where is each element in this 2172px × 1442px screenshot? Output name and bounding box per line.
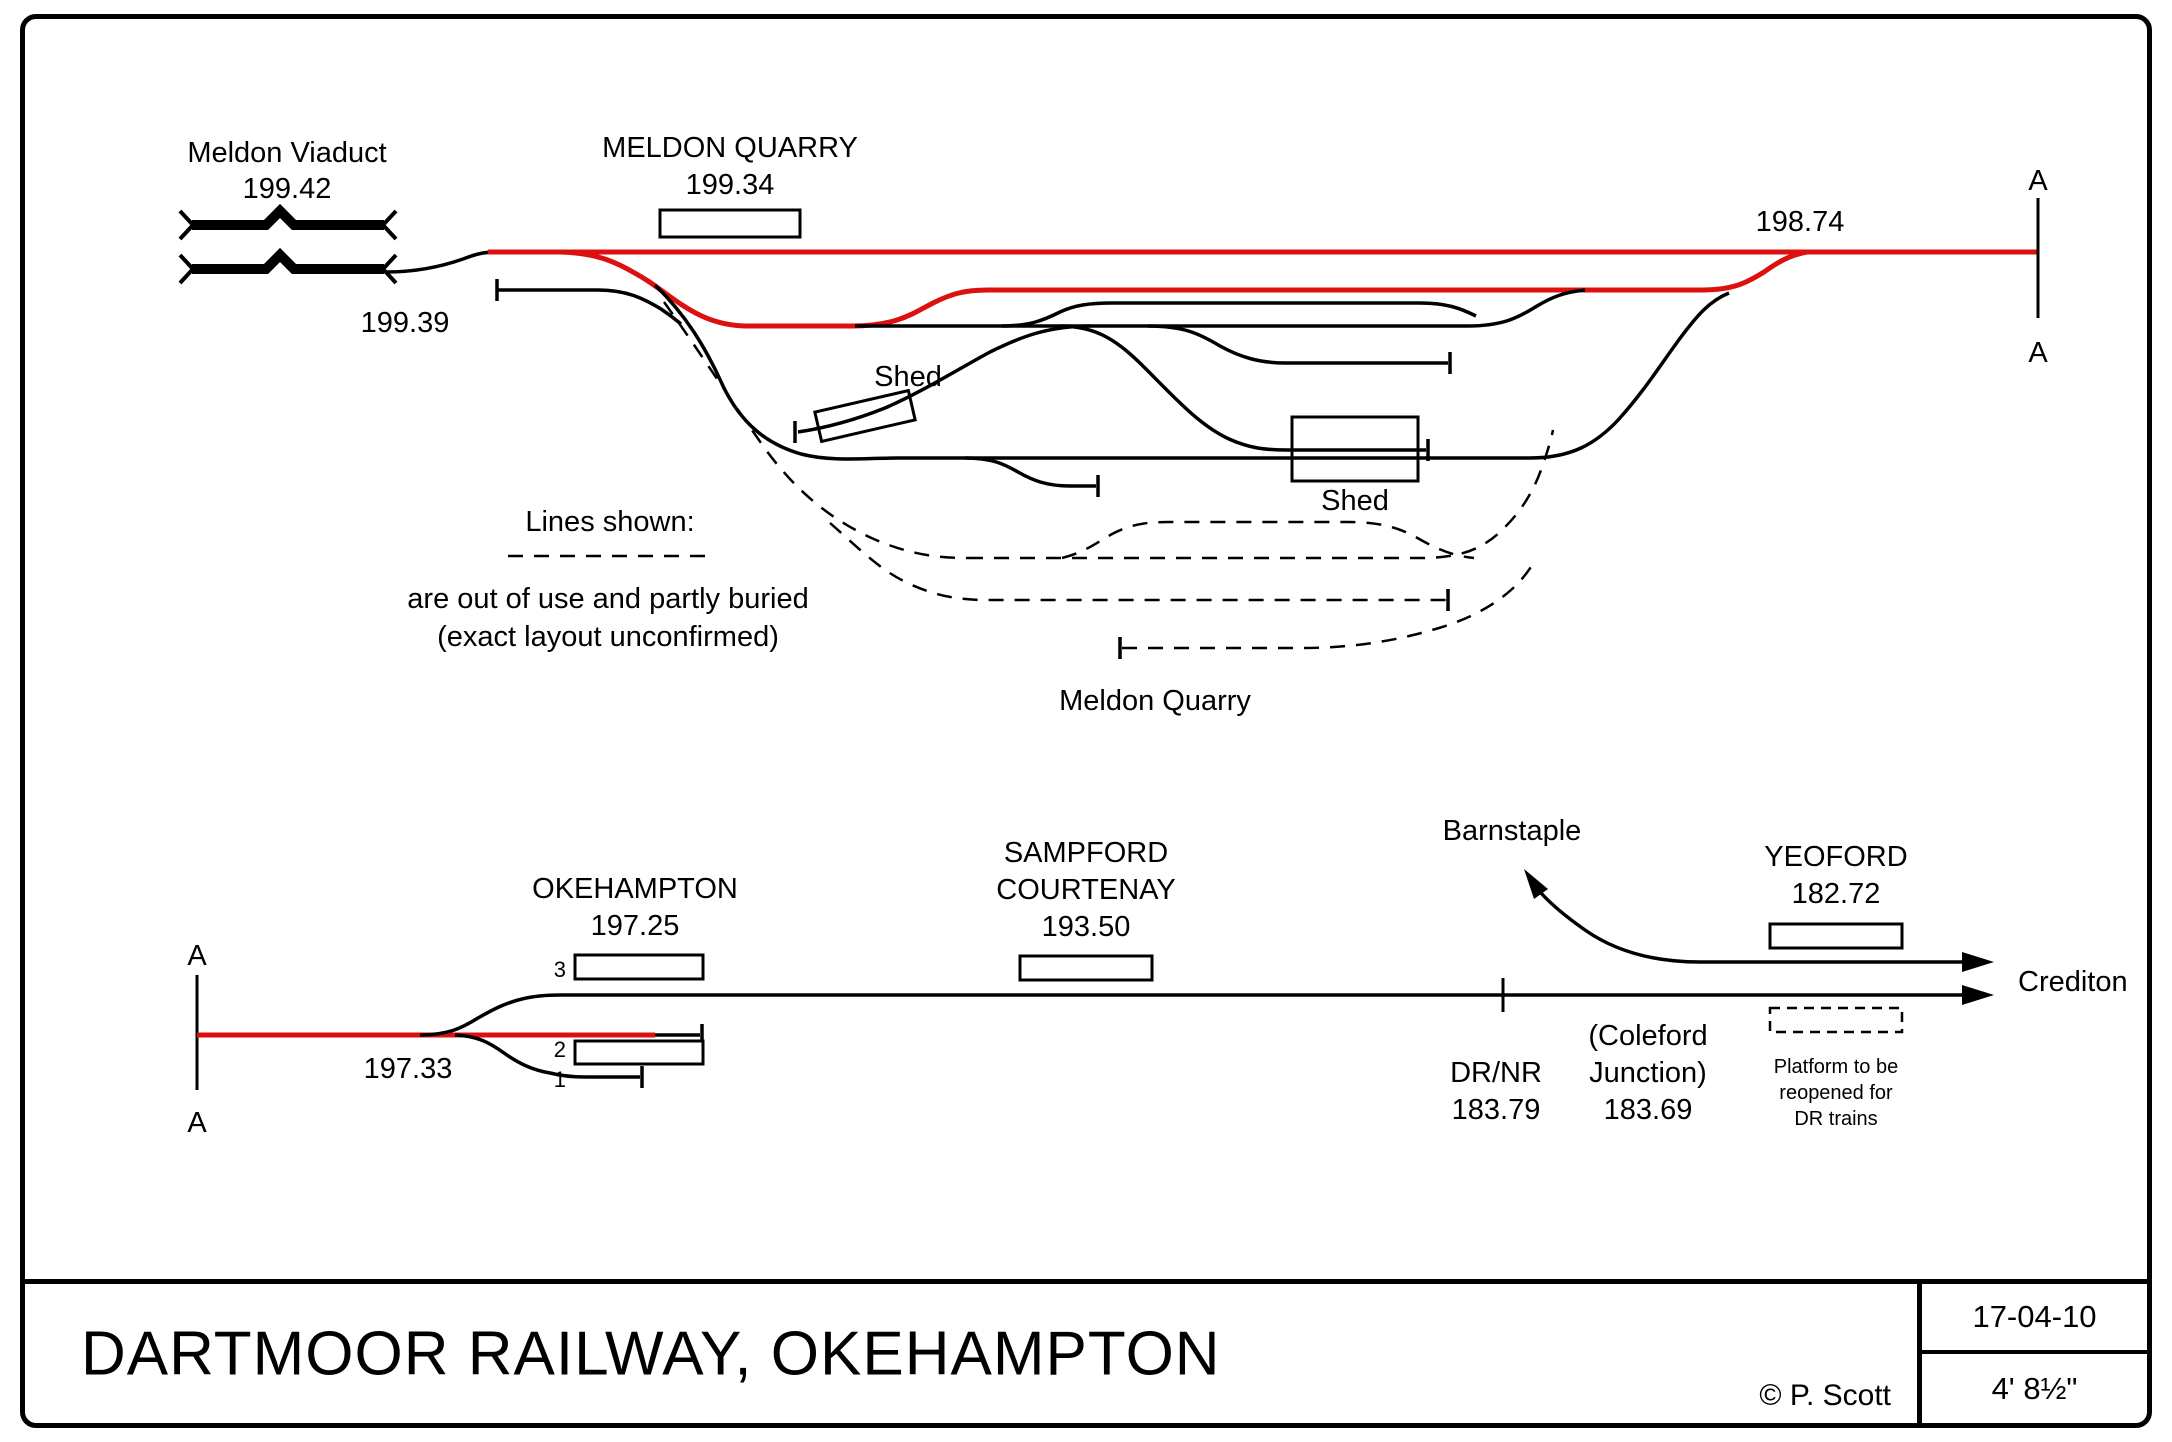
viaduct-end-mileage: 199.39 bbox=[361, 307, 450, 339]
section-a-top-1: A bbox=[2028, 165, 2048, 197]
meldon-viaduct-label: Meldon Viaduct bbox=[187, 137, 386, 169]
legend-line1: are out of use and partly buried bbox=[407, 583, 808, 615]
title-block: DARTMOOR RAILWAY, OKEHAMPTON © P. Scott … bbox=[25, 1279, 2147, 1423]
title-side-cells: 17-04-10 4' 8½" bbox=[1917, 1284, 2147, 1423]
legend: Lines shown: are out of use and partly b… bbox=[407, 506, 808, 653]
section-a-bottom-1: A bbox=[187, 940, 207, 972]
title-main-cell: DARTMOOR RAILWAY, OKEHAMPTON © P. Scott bbox=[25, 1284, 1917, 1423]
coleford-mileage: 183.69 bbox=[1604, 1094, 1693, 1126]
large-shed-track bbox=[1059, 324, 1430, 461]
yeoford-mileage: 182.72 bbox=[1792, 878, 1881, 910]
small-shed-building bbox=[813, 388, 917, 444]
copyright-text: © P. Scott bbox=[1759, 1379, 1891, 1412]
okehampton-platform-island bbox=[573, 1039, 705, 1066]
sampford-platform bbox=[1018, 954, 1154, 982]
coleford-label-2: Junction) bbox=[1589, 1057, 1707, 1089]
sampford-name-2: COURTENAY bbox=[996, 874, 1175, 906]
okehampton-junction-curve bbox=[419, 993, 561, 1037]
barnstaple-arrow bbox=[1524, 869, 1548, 899]
coleford-label-1: (Coleford bbox=[1588, 1020, 1707, 1052]
boundary-mileage: 183.79 bbox=[1452, 1094, 1541, 1126]
disused-sidings bbox=[662, 301, 1555, 659]
crediton-arrow-main bbox=[1962, 985, 1994, 1005]
disused-quarry-label: Meldon Quarry bbox=[1059, 685, 1251, 717]
date-cell: 17-04-10 bbox=[1922, 1284, 2147, 1354]
barnstaple-branch-track bbox=[1539, 891, 1701, 964]
siding-b-track bbox=[1001, 301, 1477, 328]
okehampton-name: OKEHAMPTON bbox=[532, 873, 738, 905]
crediton-label: Crediton bbox=[2018, 966, 2128, 998]
sampford-mileage: 193.50 bbox=[1042, 911, 1131, 943]
platform-note-1: Platform to be bbox=[1774, 1056, 1899, 1078]
meldon-quarry-name: MELDON QUARRY bbox=[602, 132, 858, 164]
viaduct-symbol bbox=[178, 203, 398, 285]
okehampton-platform3 bbox=[573, 953, 705, 981]
short-spur-track bbox=[964, 456, 1100, 497]
east-mileage: 198.74 bbox=[1756, 206, 1845, 238]
page-title: DARTMOOR RAILWAY, OKEHAMPTON bbox=[81, 1319, 1221, 1388]
okehampton-mileage: 197.25 bbox=[591, 910, 680, 942]
small-shed-track bbox=[793, 324, 1091, 443]
platform1-siding-track bbox=[454, 1033, 644, 1088]
boundary-label: DR/NR bbox=[1450, 1057, 1542, 1089]
large-shed-label: Shed bbox=[1321, 485, 1389, 517]
yeoford-platform bbox=[1768, 922, 1904, 950]
yeoford-disused-platform bbox=[1768, 1006, 1904, 1034]
track-diagram: Meldon Viaduct 199.42 199.39 Shed Shed bbox=[178, 132, 2128, 1139]
yeoford-name: YEOFORD bbox=[1764, 841, 1907, 873]
bay-mileage: 197.33 bbox=[364, 1053, 453, 1085]
outer-siding-track bbox=[653, 283, 1730, 461]
legend-line2: (exact layout unconfirmed) bbox=[437, 621, 779, 653]
section-a-bottom-2: A bbox=[187, 1107, 207, 1139]
small-shed-label: Shed bbox=[874, 361, 942, 393]
platform-note-3: DR trains bbox=[1794, 1108, 1877, 1130]
stub-siding-track bbox=[1147, 324, 1452, 374]
viaduct-connector-track bbox=[385, 250, 497, 274]
platform2-number: 2 bbox=[554, 1037, 566, 1062]
meldon-quarry-platform bbox=[658, 208, 802, 239]
platform-note-2: reopened for bbox=[1779, 1082, 1893, 1104]
section-a-top-2: A bbox=[2028, 337, 2048, 369]
crediton-arrow-yeoford bbox=[1962, 952, 1994, 972]
headshunt-track bbox=[495, 279, 683, 326]
siding-a-track bbox=[855, 288, 1586, 328]
sampford-name-1: SAMPFORD bbox=[1004, 837, 1168, 869]
meldon-viaduct-mileage: 199.42 bbox=[243, 173, 332, 205]
gauge-cell: 4' 8½" bbox=[1991, 1370, 2078, 1406]
quarry-loop-line bbox=[559, 249, 1808, 329]
barnstaple-label: Barnstaple bbox=[1443, 815, 1582, 847]
legend-heading: Lines shown: bbox=[525, 506, 694, 538]
meldon-quarry-mileage: 199.34 bbox=[686, 169, 775, 201]
platform3-number: 3 bbox=[554, 957, 566, 982]
large-shed-building bbox=[1290, 415, 1420, 483]
platform1-number: 1 bbox=[554, 1067, 566, 1092]
